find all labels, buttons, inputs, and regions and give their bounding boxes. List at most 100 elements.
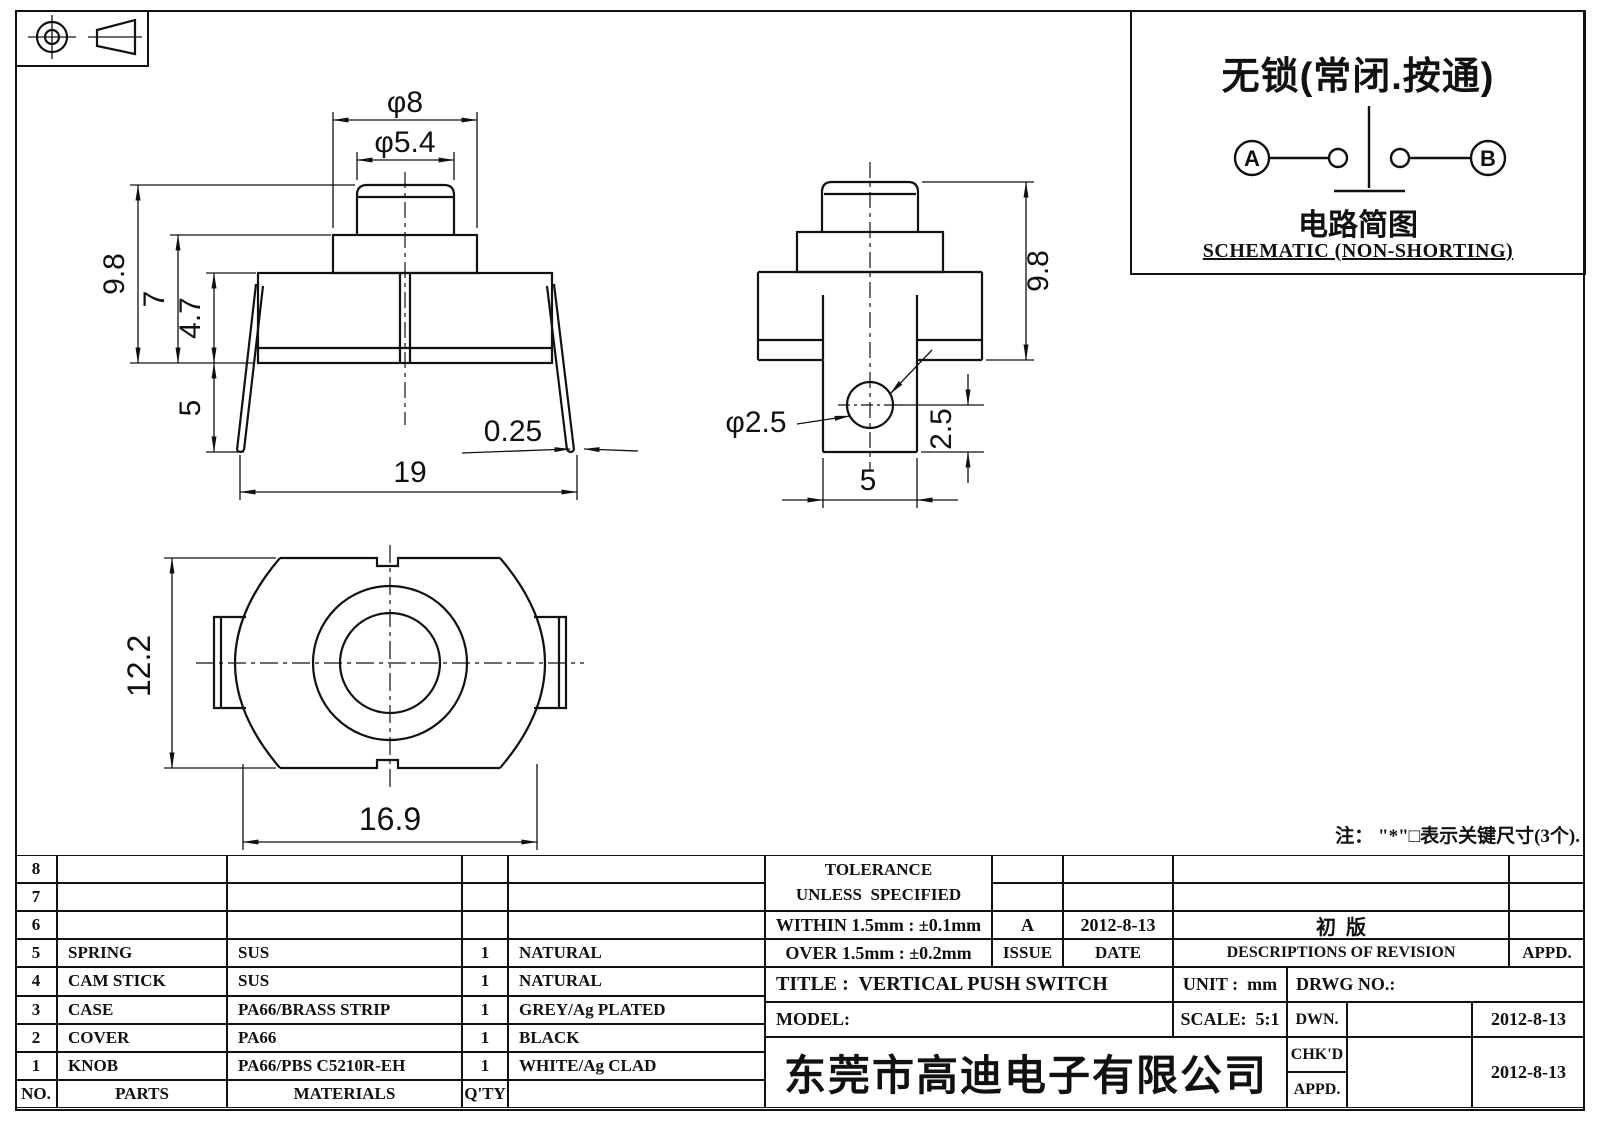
- rev-empty-cell: [1173, 883, 1509, 911]
- dim-47: 4.7: [174, 297, 207, 339]
- unit-cell: UNIT : mm: [1173, 967, 1287, 1002]
- side-view: 9.8 φ2.5 2.5 5: [725, 162, 1055, 508]
- tolerance-over: OVER 1.5mm : ±0.2mm: [765, 939, 992, 967]
- revision-appd-label: APPD.: [1509, 939, 1585, 967]
- rev-empty-cell: [1173, 855, 1509, 883]
- tolerance-within: WITHIN 1.5mm : ±0.1mm: [765, 911, 992, 939]
- rev-empty-cell: [1509, 911, 1585, 939]
- parts-row-qty: [462, 883, 508, 912]
- bottom-dimension-lines: [164, 557, 538, 850]
- parts-row-qty: 1: [462, 939, 508, 968]
- dim-phi54: φ5.4: [374, 126, 435, 159]
- parts-header-parts: PARTS: [57, 1079, 227, 1108]
- parts-row-material: PA66: [227, 1023, 462, 1052]
- revision-date-label: DATE: [1063, 939, 1173, 967]
- revision-description-label: DESCRIPTIONS OF REVISION: [1173, 939, 1509, 967]
- dim-7: 7: [138, 291, 171, 308]
- dim-98-side: 9.8: [1022, 250, 1055, 292]
- parts-row-name: [57, 911, 227, 940]
- parts-header-materials: MATERIALS: [227, 1079, 462, 1108]
- rev-empty-cell: [1509, 855, 1585, 883]
- parts-row-name: CAM STICK: [57, 967, 227, 996]
- parts-header-color: [508, 1079, 765, 1108]
- rev-empty-cell: [992, 883, 1063, 911]
- chkd-signature-cell: [1347, 1037, 1472, 1108]
- terminal-a-label: A: [1244, 146, 1260, 171]
- chkd-date: 2012-8-13: [1472, 1037, 1585, 1108]
- chkd-label: CHK'D: [1287, 1037, 1347, 1072]
- parts-row-color: NATURAL: [508, 967, 765, 996]
- tolerance-cell: TOLERANCE UNLESS SPECIFIED: [765, 855, 992, 911]
- rev-empty-cell: [1063, 855, 1173, 883]
- dim-169: 16.9: [359, 801, 421, 837]
- dwn-signature-cell: [1347, 1002, 1472, 1037]
- parts-row-color: [508, 883, 765, 912]
- parts-row-qty: 1: [462, 1023, 508, 1052]
- schematic-caption-en: SCHEMATIC (NON-SHORTING): [1202, 240, 1514, 262]
- dim-5-front: 5: [174, 400, 207, 417]
- dim-25: 2.5: [925, 408, 958, 450]
- title-block: TITLE : VERTICAL PUSH SWITCH UNIT : mm D…: [765, 967, 1585, 1108]
- parts-row-color: [508, 855, 765, 884]
- parts-row-name: COVER: [57, 1023, 227, 1052]
- key-dimension-note: 注： "*"□表示关键尺寸(3个).: [1335, 826, 1580, 847]
- rev-empty-cell: [1509, 883, 1585, 911]
- dwn-label: DWN.: [1287, 1002, 1347, 1037]
- parts-row-color: NATURAL: [508, 939, 765, 968]
- dim-phi8: φ8: [387, 86, 423, 119]
- projection-symbol-box: [15, 10, 149, 67]
- scale-cell: SCALE: 5:1: [1173, 1002, 1287, 1037]
- parts-row-name: SPRING: [57, 939, 227, 968]
- parts-row-qty: [462, 855, 508, 884]
- revision-issue-value: A: [992, 911, 1063, 939]
- parts-row-name: [57, 883, 227, 912]
- parts-row-name: KNOB: [57, 1051, 227, 1080]
- model-cell: MODEL:: [765, 1002, 1173, 1037]
- drawing-title: TITLE : VERTICAL PUSH SWITCH: [765, 967, 1173, 1002]
- parts-row-qty: [462, 911, 508, 940]
- rev-empty-cell: [1063, 883, 1173, 911]
- parts-row-material: PA66/PBS C5210R-EH: [227, 1051, 462, 1080]
- parts-row-material: [227, 883, 462, 912]
- parts-row-color: BLACK: [508, 1023, 765, 1052]
- dim-5-side: 5: [860, 464, 877, 497]
- terminal-b-label: B: [1480, 146, 1496, 171]
- parts-row-material: PA66/BRASS STRIP: [227, 995, 462, 1024]
- parts-row-no: 3: [15, 995, 57, 1024]
- parts-row-material: SUS: [227, 967, 462, 996]
- third-angle-projection-icon: [28, 15, 142, 59]
- parts-row-no: 4: [15, 967, 57, 996]
- parts-row-color: GREY/Ag PLATED: [508, 995, 765, 1024]
- parts-row-material: [227, 911, 462, 940]
- sheet-border-frame: [15, 10, 1585, 1111]
- front-view: φ8 φ5.4 9.8 7 4.7 5 19 0.25: [98, 86, 639, 500]
- dwn-date: 2012-8-13: [1472, 1002, 1585, 1037]
- company-name: 东莞市高迪电子有限公司: [765, 1037, 1287, 1108]
- front-dimension-lines: [130, 112, 639, 500]
- revision-issue-label: ISSUE: [992, 939, 1063, 967]
- appd-label: APPD.: [1287, 1072, 1347, 1108]
- dim-98-front: 9.8: [98, 253, 131, 295]
- cone-frustum-icon: [95, 18, 137, 56]
- parts-row-qty: 1: [462, 995, 508, 1024]
- revision-description-value: 初 版: [1173, 911, 1509, 939]
- parts-row-color: WHITE/Ag CLAD: [508, 1051, 765, 1080]
- revision-date-value: 2012-8-13: [1063, 911, 1173, 939]
- parts-row-no: 2: [15, 1023, 57, 1052]
- parts-row-material: SUS: [227, 939, 462, 968]
- side-dimension-lines: [782, 181, 1034, 508]
- parts-row-name: [57, 855, 227, 884]
- parts-row-no: 7: [15, 883, 57, 912]
- bottom-view: 12.2 16.9: [121, 545, 584, 850]
- drwg-no-cell: DRWG NO.:: [1287, 967, 1585, 1002]
- dim-025: 0.25: [484, 415, 542, 448]
- parts-row-color: [508, 911, 765, 940]
- schematic-title: 无锁(常闭.按通): [1221, 56, 1495, 98]
- parts-header-no: NO.: [15, 1079, 57, 1108]
- dim-phi25: φ2.5: [725, 406, 786, 439]
- circuit-schematic: A B: [1233, 106, 1507, 193]
- tolerance-title: TOLERANCE: [824, 860, 933, 880]
- parts-header-qty: Q'TY: [462, 1079, 508, 1108]
